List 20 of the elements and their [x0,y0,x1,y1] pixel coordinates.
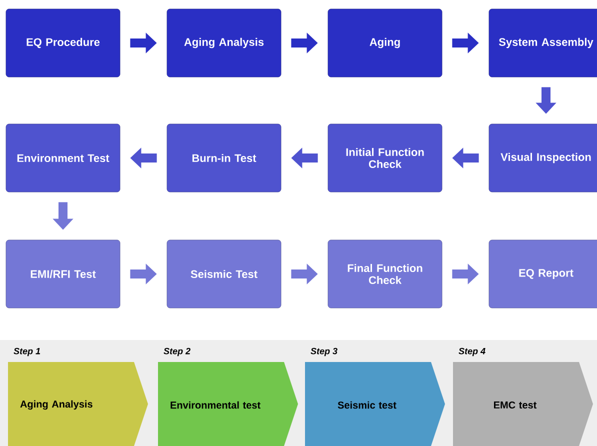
process-box: Visual Inspection [488,124,597,192]
process-box: Final Function Check [328,240,442,308]
process-box: Aging Analysis [166,8,282,78]
chevron-box: EMC test [453,362,593,446]
chevron-box: Environmental test [158,362,298,446]
process-box: EQ Report [488,240,597,308]
step-label: Step 2 [164,348,190,356]
chevron-box: Seismic test [305,362,445,446]
process-box: Seismic Test [166,240,282,308]
process-box: EQ Procedure [6,8,120,78]
step-label: Step 3 [310,348,338,356]
process-box: Burn-in Test [166,124,282,192]
process-box: Environment Test [6,124,120,192]
chevron-box: Aging Analysis [8,362,148,446]
step-label: Step 4 [458,348,486,356]
process-box: Aging [328,8,442,78]
process-box: Initial Function Check [328,124,442,192]
process-box: EMI/RFI Test [6,240,120,308]
process-box: System Assembly [488,8,597,78]
step-label: Step 1 [14,348,40,356]
